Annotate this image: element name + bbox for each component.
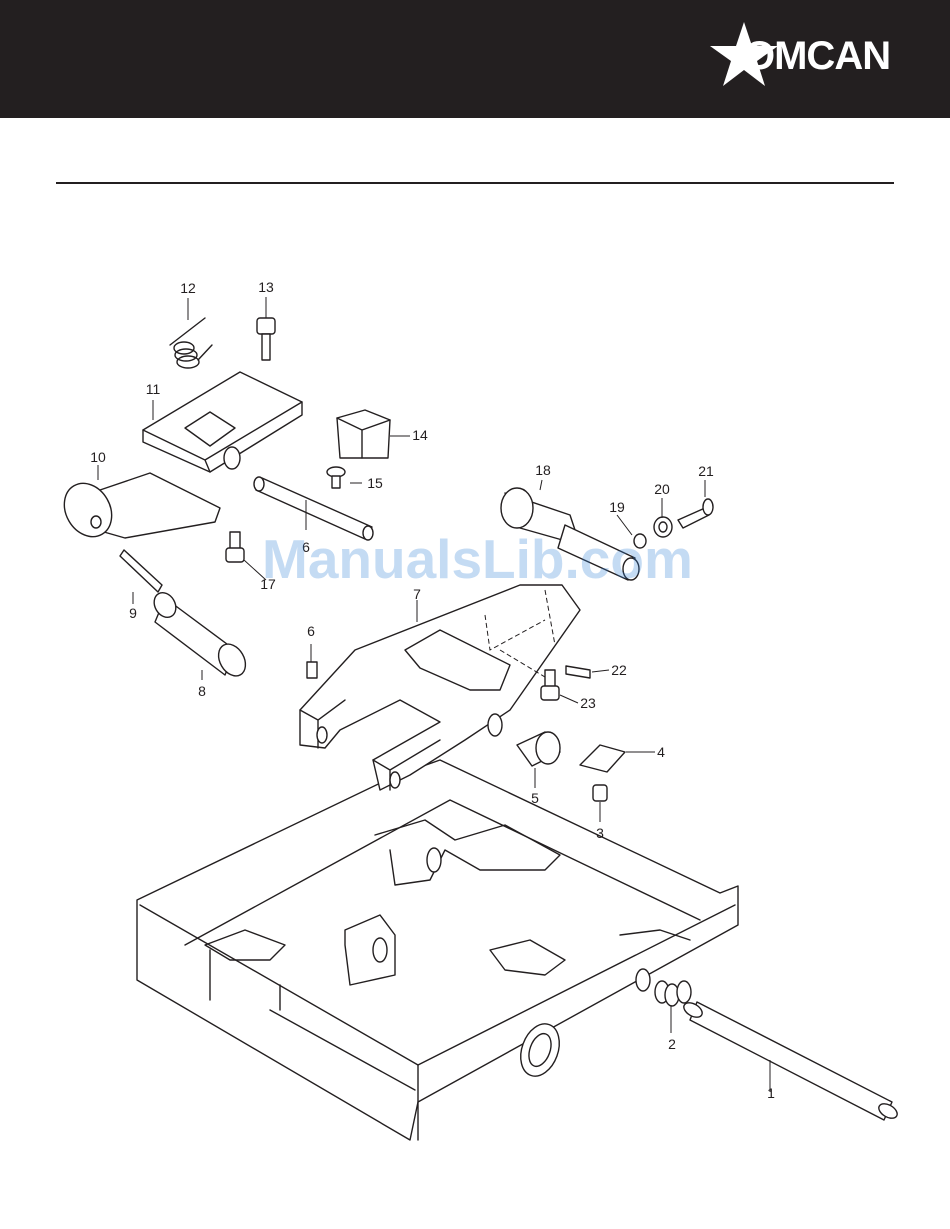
screw-part-6 bbox=[307, 662, 317, 678]
bracket-part-4 bbox=[580, 745, 625, 772]
callout-label: 5 bbox=[531, 790, 539, 806]
callout-label: 21 bbox=[698, 463, 714, 479]
callout-label: 4 bbox=[657, 744, 665, 760]
callout-label: 2 bbox=[668, 1036, 676, 1052]
callout-label: 1 bbox=[767, 1085, 775, 1101]
callout-label: 18 bbox=[535, 462, 551, 478]
lever-part-10 bbox=[55, 473, 220, 545]
callout-label: 8 bbox=[198, 683, 206, 699]
callout-label: 12 bbox=[180, 280, 196, 296]
callout-label: 14 bbox=[412, 427, 428, 443]
callout-label: 9 bbox=[129, 605, 137, 621]
callout-label: 23 bbox=[580, 695, 596, 711]
screw-part-3 bbox=[593, 785, 607, 801]
block-part-14 bbox=[337, 410, 390, 458]
spring-part-9 bbox=[120, 550, 162, 592]
rod-part-1 bbox=[681, 1000, 899, 1121]
screw-part-15 bbox=[327, 467, 345, 488]
callout-label: 20 bbox=[654, 481, 670, 497]
callout-label: 11 bbox=[146, 381, 161, 397]
plate-part-11 bbox=[143, 372, 302, 472]
bushing-part-5 bbox=[517, 732, 560, 766]
callout-label: 10 bbox=[90, 449, 106, 465]
base-tray bbox=[137, 760, 738, 1140]
handle-part-8 bbox=[150, 589, 251, 681]
callout-label: 6 bbox=[307, 623, 315, 639]
watermark: ManualsLib.com bbox=[262, 527, 693, 591]
callout-label: 15 bbox=[367, 475, 383, 491]
spring-part-12 bbox=[170, 318, 212, 368]
screw-part-17 bbox=[226, 532, 244, 562]
callout-label: 22 bbox=[611, 662, 627, 678]
bolt-part-21 bbox=[678, 499, 713, 528]
callout-label: 13 bbox=[258, 279, 274, 295]
callout-label: 19 bbox=[609, 499, 625, 515]
callout-label: 3 bbox=[596, 825, 604, 841]
screw-part-23 bbox=[541, 670, 559, 700]
rings-part-2 bbox=[636, 969, 691, 1006]
screw-part-13 bbox=[257, 318, 275, 360]
screw-part-22 bbox=[566, 666, 590, 678]
